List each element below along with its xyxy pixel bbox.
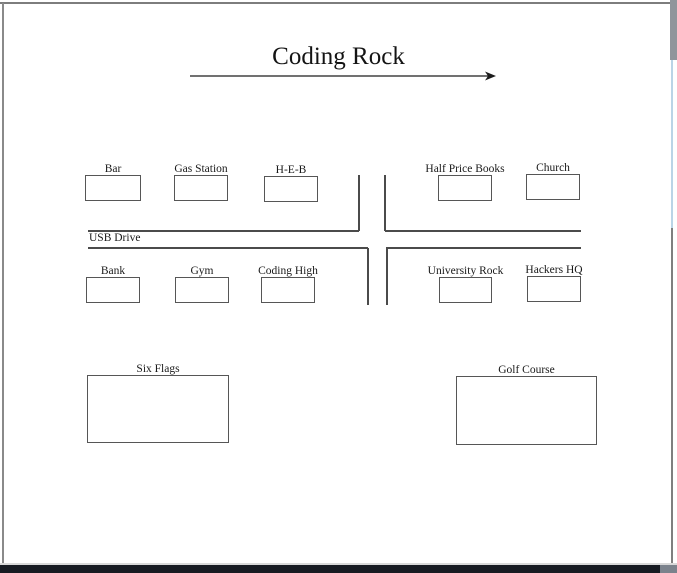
- window-left-border: [2, 3, 4, 564]
- street-edge-top-left: [88, 230, 359, 232]
- cross-street-lower-left: [367, 248, 369, 305]
- map-title: Coding Rock: [272, 43, 405, 70]
- building-bank: Bank: [86, 265, 140, 303]
- building-gym: Gym: [175, 265, 229, 303]
- building-coding-high-label: Coding High: [258, 265, 318, 277]
- landmark-six-flags: Six Flags: [87, 363, 229, 443]
- building-gas-station: Gas Station: [174, 163, 228, 201]
- building-university-rock: University Rock: [428, 265, 503, 303]
- building-church-label: Church: [536, 162, 570, 174]
- building-gas-station-label: Gas Station: [174, 163, 228, 175]
- building-heb-label: H-E-B: [275, 164, 307, 176]
- scrollbar-thumb[interactable]: [670, 0, 677, 60]
- street-edge-bottom-left: [88, 247, 368, 249]
- street-name-label: USB Drive: [89, 232, 141, 244]
- building-hackers-hq: Hackers HQ: [525, 264, 583, 302]
- street-edge-top-right: [385, 230, 581, 232]
- building-university-rock-label: University Rock: [427, 265, 504, 277]
- landmark-golf-course: Golf Course: [456, 364, 597, 445]
- east-arrow-icon: [190, 71, 496, 81]
- scrollbar-track-line[interactable]: [671, 228, 673, 564]
- window-bottom-edge-corner: [660, 565, 677, 573]
- street-edge-bottom-right: [386, 247, 581, 249]
- cross-street-upper-left: [358, 175, 360, 231]
- building-half-price-books: Half Price Books: [425, 163, 505, 201]
- window-bottom-edge: [0, 565, 677, 573]
- building-heb: H-E-B: [264, 164, 318, 202]
- cross-street-upper-right: [384, 175, 386, 231]
- building-bar-label: Bar: [104, 163, 122, 175]
- cross-street-lower-right: [386, 248, 388, 305]
- scrollbar-track-accent[interactable]: [671, 60, 673, 228]
- building-bank-label: Bank: [100, 265, 126, 277]
- window-bottom-inner-edge: [0, 563, 677, 565]
- building-coding-high: Coding High: [258, 265, 318, 303]
- building-gym-label: Gym: [190, 265, 214, 277]
- window-top-border: [0, 2, 674, 4]
- building-church: Church: [526, 162, 580, 200]
- landmark-golf-course-label: Golf Course: [498, 364, 555, 376]
- building-hackers-hq-label: Hackers HQ: [525, 264, 583, 276]
- landmark-six-flags-label: Six Flags: [136, 363, 180, 375]
- building-bar: Bar: [85, 163, 141, 201]
- building-half-price-books-label: Half Price Books: [425, 163, 505, 175]
